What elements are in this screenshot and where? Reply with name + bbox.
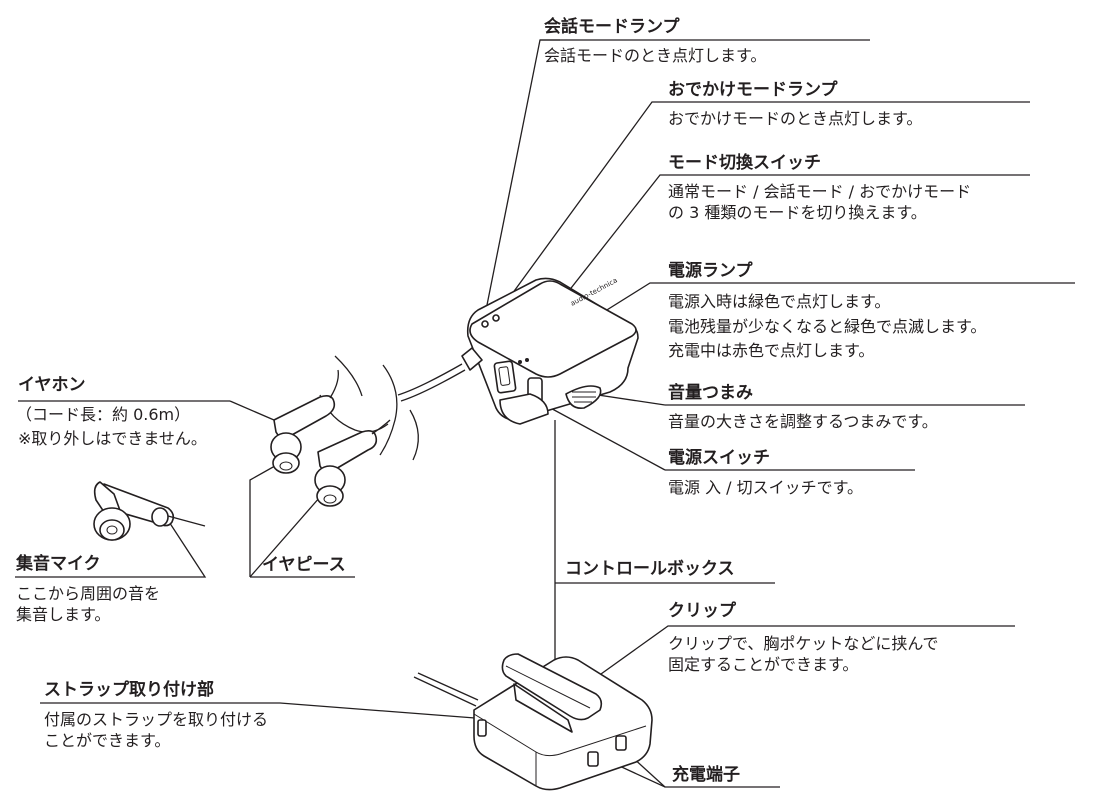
strap-title: ストラップ取り付け部 (44, 680, 214, 700)
clip-desc-2: 固定することができます。 (668, 655, 859, 674)
strap-desc-1: 付属のストラップを取り付ける (44, 710, 269, 729)
strap-desc-2: ことができます。 (44, 731, 171, 750)
control-box-bottom-illustration (413, 653, 653, 791)
mode-switch-desc-1: 通常モード / 会話モード / おでかけモード (668, 182, 972, 201)
mic-desc-2: 集音します。 (16, 605, 111, 624)
outing-lamp-title: おでかけモードランプ (668, 80, 838, 100)
outing-lamp-desc: おでかけモードのとき点灯します。 (668, 109, 923, 128)
power-lamp-title: 電源ランプ (668, 261, 753, 281)
earphone-desc-2: ※取り外しはできません。 (18, 429, 207, 448)
control-box-top-illustration: audio-technica (461, 276, 639, 425)
mode-switch-desc-2: の 3 種類のモードを切り換えます。 (668, 203, 927, 222)
leader-lines (15, 39, 1075, 788)
earphone-desc-1: （コード長：約 0.6m） (16, 405, 191, 424)
mic-desc-1: ここから周囲の音を (16, 584, 161, 603)
earphone-title: イヤホン (18, 375, 86, 395)
mode-switch-title: モード切換スイッチ (668, 153, 821, 173)
power-lamp-desc-2: 電池残量が少なくなると緑色で点滅します。 (668, 317, 987, 336)
charge-port-title: 充電端子 (672, 765, 740, 785)
power-switch-title: 電源スイッチ (668, 448, 770, 468)
clip-title: クリップ (668, 601, 736, 621)
power-lamp-desc-3: 充電中は赤色で点灯します。 (668, 341, 875, 360)
clip-desc-1: クリップで、胸ポケットなどに挟んで (668, 634, 939, 653)
power-switch-desc: 電源 入 / 切スイッチです。 (668, 478, 864, 497)
conversation-lamp-desc: 会話モードのとき点灯します。 (544, 46, 767, 65)
power-lamp-desc-1: 電源入時は緑色で点灯します。 (668, 292, 891, 311)
volume-knob-desc: 音量の大きさを調整するつまみです。 (668, 412, 938, 431)
mic-illustration (93, 481, 206, 541)
conversation-lamp-title: 会話モードランプ (544, 17, 680, 37)
control-box-title: コントロールボックス (565, 559, 735, 579)
earpiece-title: イヤピース (262, 555, 346, 575)
mic-title: 集音マイク (16, 554, 101, 574)
volume-knob-title: 音量つまみ (668, 383, 753, 403)
earphone-illustration (270, 369, 391, 507)
